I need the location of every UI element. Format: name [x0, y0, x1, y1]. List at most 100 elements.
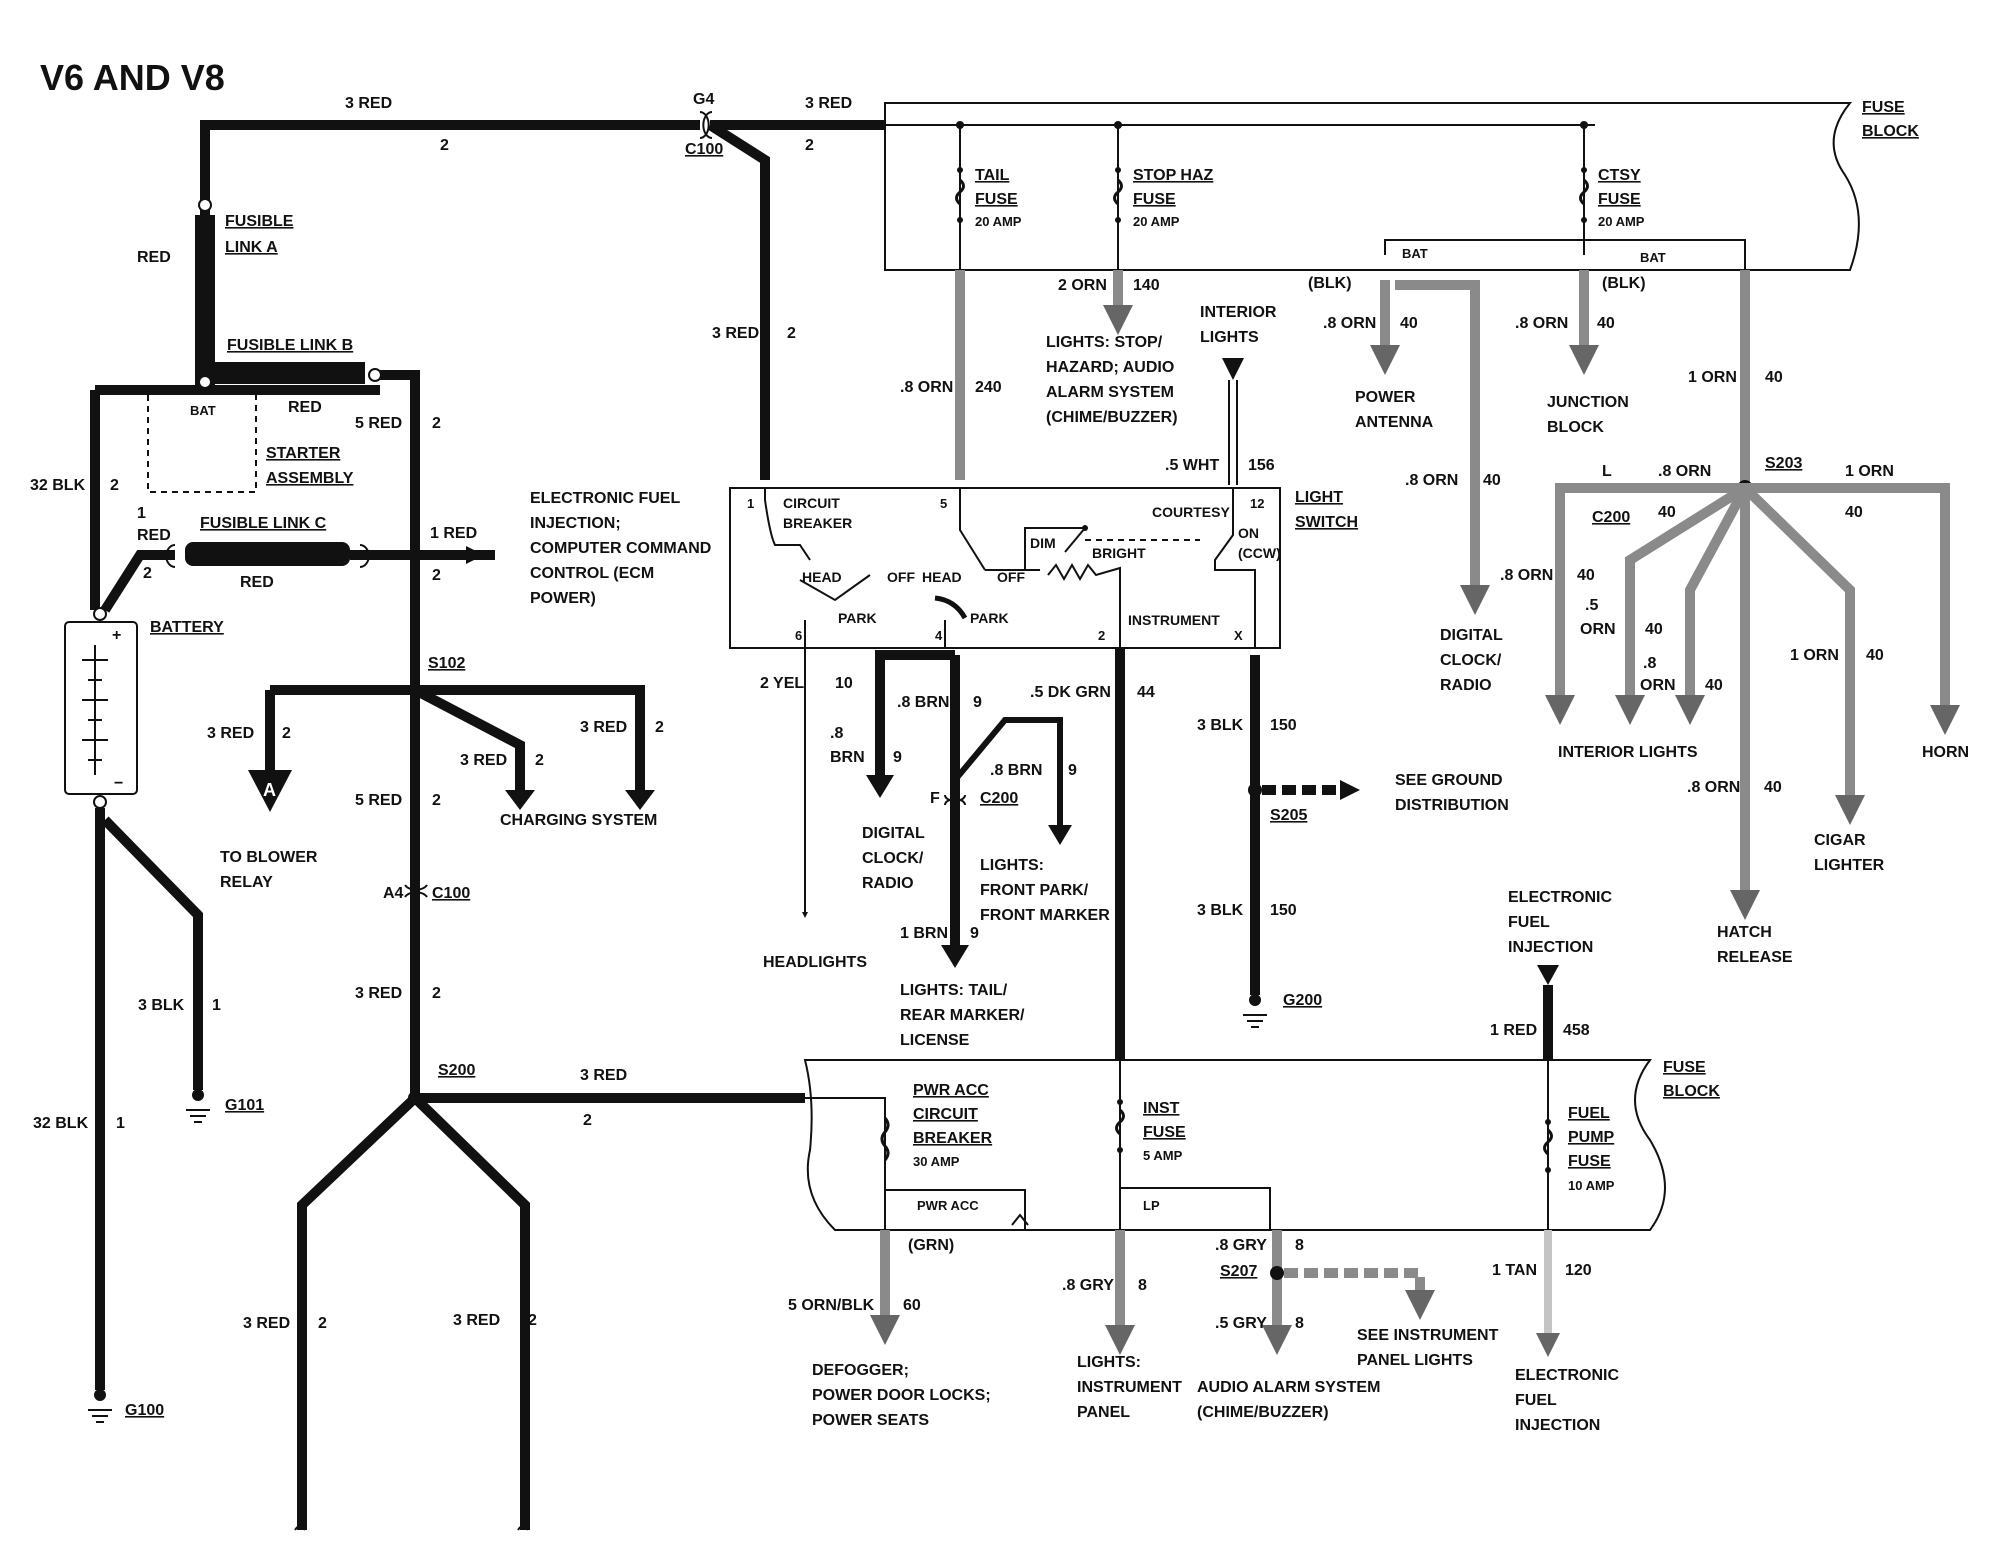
dest-cigar-lighter: CIGAR LIGHTER: [1814, 832, 1885, 874]
fuel-pump-fuse-1: FUEL: [1568, 1105, 1610, 1122]
wire-cb-feed-gauge: 2: [787, 325, 796, 342]
grn-label: (GRN): [908, 1237, 954, 1254]
battery-plus: +: [112, 627, 121, 644]
svg-text:JUNCTION: JUNCTION: [1547, 394, 1629, 411]
dest-junction-block: JUNCTION BLOCK: [1547, 394, 1629, 436]
svg-text:BLOCK: BLOCK: [1547, 419, 1604, 436]
svg-text:PARK: PARK: [970, 610, 1009, 626]
svg-text:ELECTRONIC: ELECTRONIC: [1515, 1367, 1619, 1384]
tail-fuse-3: 20 AMP: [975, 214, 1022, 229]
wire-g100-gauge: 1: [116, 1115, 125, 1132]
connector-c200-mid: C200: [980, 790, 1018, 807]
svg-text:ALARM SYSTEM: ALARM SYSTEM: [1046, 384, 1174, 401]
diagram-title: V6 AND V8: [40, 57, 225, 98]
wire-clock-gauge: 40: [1483, 472, 1501, 489]
svg-text:DEFOGGER;: DEFOGGER;: [812, 1362, 909, 1379]
label-red-fusible: RED: [137, 249, 171, 266]
wire-cb-feed-color: 3 RED: [712, 325, 759, 342]
blk-right: (BLK): [1602, 275, 1646, 292]
svg-text:BLOCK: BLOCK: [1663, 1083, 1720, 1100]
wire-cigar-gauge: 40: [1866, 647, 1884, 664]
svg-text:LIGHTS:: LIGHTS:: [980, 857, 1044, 874]
wire-park-down-color: 1 BRN: [900, 925, 948, 942]
svg-text:OFF: OFF: [997, 569, 1025, 585]
wire-int1-color: .8 ORN: [1500, 567, 1553, 584]
wire-int3-a: .8: [1643, 655, 1656, 672]
wire-top-gauge: 2: [440, 137, 449, 154]
svg-text:INSTRUMENT: INSTRUMENT: [1077, 1379, 1182, 1396]
dest-efi-bottom: ELECTRONIC FUEL INJECTION: [1515, 1367, 1619, 1434]
pwr-acc-cb-1: PWR ACC: [913, 1082, 989, 1099]
wire-head-down-3: 9: [893, 749, 902, 766]
wire-charge1-gauge: 2: [535, 752, 544, 769]
wire-int1-gauge: 40: [1577, 567, 1595, 584]
wire-park-left-color: .8 BRN: [897, 694, 949, 711]
stop-fuse-3: 20 AMP: [1133, 214, 1180, 229]
wire-batt-color: 32 BLK: [30, 477, 86, 494]
svg-text:(CCW): (CCW): [1238, 545, 1281, 561]
connector-c100-top: C100: [685, 141, 723, 158]
battery-minus: −: [114, 775, 123, 792]
dest-stop-haz: LIGHTS: STOP/ HAZARD; AUDIO ALARM SYSTEM…: [1046, 334, 1178, 426]
label-light-switch-1: LIGHT: [1295, 489, 1343, 506]
blk-left: (BLK): [1308, 275, 1352, 292]
fuel-pump-fuse-4: 10 AMP: [1568, 1178, 1615, 1193]
wire-head-out-gauge: 10: [835, 675, 853, 692]
svg-text:5: 5: [940, 496, 947, 511]
wire-park-down-gauge: 9: [970, 925, 979, 942]
wire-batt-gauge: 2: [110, 477, 119, 494]
dest-horn: HORN: [1922, 744, 1969, 761]
dest-digital-clock-mid: DIGITAL CLOCK/ RADIO: [862, 825, 925, 892]
svg-text:FUSE: FUSE: [1862, 99, 1905, 116]
svg-text:LICENSE: LICENSE: [900, 1032, 970, 1049]
dest-interior-lights-top: INTERIOR LIGHTS: [1200, 304, 1277, 346]
svg-text:CIRCUIT: CIRCUIT: [783, 495, 840, 511]
svg-text:ELECTRONIC FUEL: ELECTRONIC FUEL: [530, 490, 680, 507]
wire-top-fuse-gauge: 2: [805, 137, 814, 154]
wire-tail-color: .8 ORN: [900, 379, 953, 396]
wire-linkc-1: 1: [137, 505, 146, 522]
wire-int2-b: ORN: [1580, 621, 1616, 638]
svg-text:TO BLOWER: TO BLOWER: [220, 849, 318, 866]
wire-courtesy-gauge: 156: [1248, 457, 1275, 474]
wire-5red-mid-color: 5 RED: [355, 792, 402, 809]
wire-s200-rd-color: 3 RED: [453, 1312, 500, 1329]
label-starter-1: STARTER: [266, 445, 341, 462]
wire-park-right-color: .8 BRN: [990, 762, 1042, 779]
svg-text:ELECTRONIC: ELECTRONIC: [1508, 889, 1612, 906]
connector-a-letter: A: [263, 780, 276, 800]
svg-text:CLOCK/: CLOCK/: [1440, 652, 1502, 669]
dest-efi-top: ELECTRONIC FUEL INJECTION: [1508, 889, 1612, 956]
svg-text:FRONT MARKER: FRONT MARKER: [980, 907, 1110, 924]
svg-text:DIGITAL: DIGITAL: [862, 825, 925, 842]
svg-text:2: 2: [1098, 628, 1105, 643]
wire-int2-c: 40: [1645, 621, 1663, 638]
ground-g100: [88, 1389, 112, 1423]
wire-pwr-acc-color: 5 ORN/BLK: [788, 1297, 875, 1314]
splice-s205: S205: [1270, 807, 1307, 824]
wire-int3-b: ORN: [1640, 677, 1676, 694]
wire-junction-color: .8 ORN: [1515, 315, 1568, 332]
svg-text:FUSE: FUSE: [1663, 1059, 1706, 1076]
wire-ecm-color: 1 RED: [430, 525, 477, 542]
dest-charging: CHARGING SYSTEM: [500, 812, 657, 829]
wire-inst-lights-gauge: 8: [1138, 1277, 1147, 1294]
wire-stop-color: 2 ORN: [1058, 277, 1107, 294]
fuel-pump-fuse-2: PUMP: [1568, 1129, 1615, 1146]
wire-pwr-acc-gauge: 60: [903, 1297, 921, 1314]
ctsy-fuse-2: FUSE: [1598, 191, 1641, 208]
tail-fuse-1: TAIL: [975, 167, 1010, 184]
battery: + −: [64, 621, 138, 795]
svg-text:INJECTION;: INJECTION;: [530, 515, 621, 532]
svg-text:LIGHTS: TAIL/: LIGHTS: TAIL/: [900, 982, 1008, 999]
svg-text:FUEL: FUEL: [1515, 1392, 1557, 1409]
wire-clock-color: .8 ORN: [1405, 472, 1458, 489]
connector-c100-lower: C100: [432, 885, 470, 902]
svg-text:RELAY: RELAY: [220, 874, 273, 891]
fusible-link-a: [195, 215, 215, 385]
light-switch: 1 5 12 6 4 2 X CIRCUIT BREAKER HEAD OFF …: [729, 487, 1281, 649]
wire-efi-in-color: 1 RED: [1490, 1022, 1537, 1039]
svg-text:BREAKER: BREAKER: [783, 515, 852, 531]
svg-text:PARK: PARK: [838, 610, 877, 626]
tail-fuse-2: FUSE: [975, 191, 1018, 208]
